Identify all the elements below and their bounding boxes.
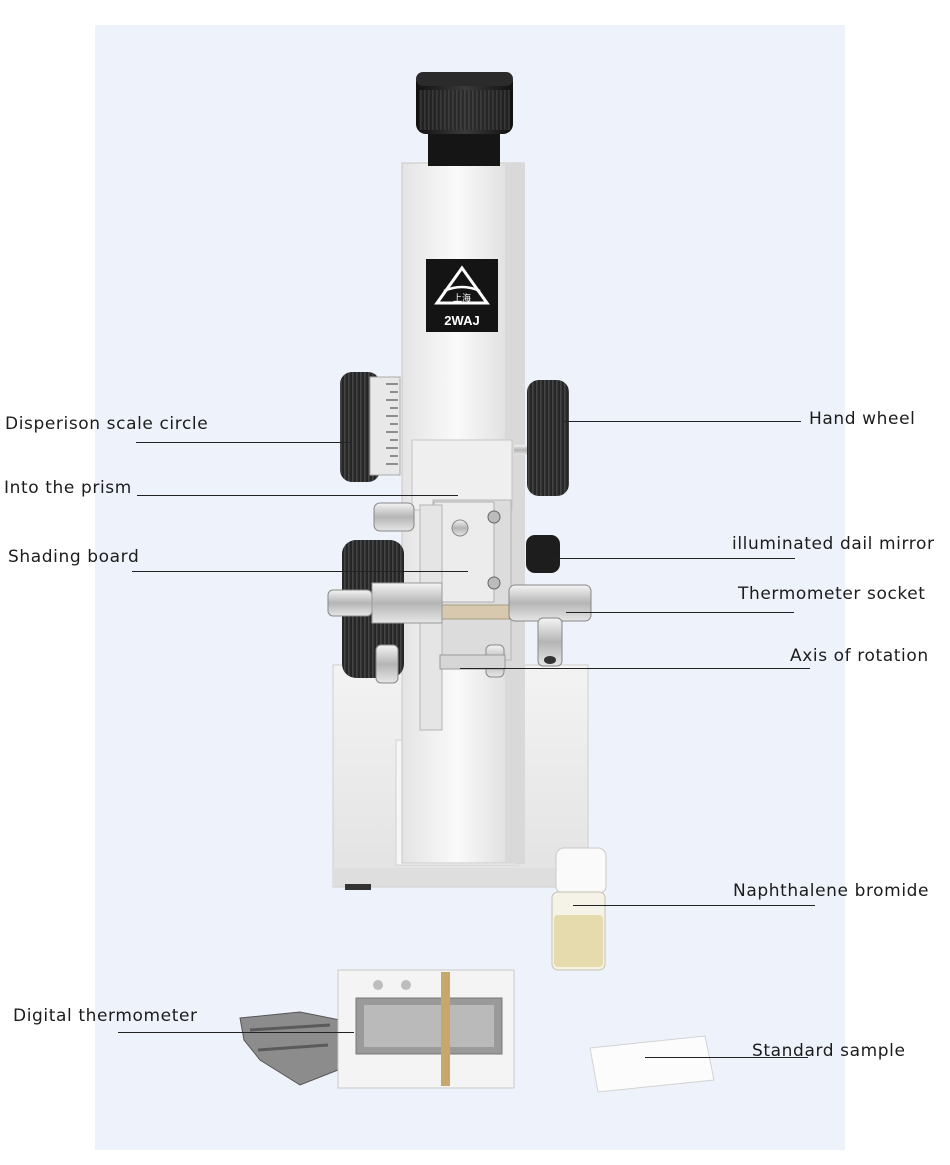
leader-naphthalene bbox=[573, 905, 815, 906]
callout-standard-sample: Standard sample bbox=[752, 1041, 906, 1061]
logo-emblem: 上海 bbox=[453, 292, 471, 304]
logo-plate: 上海 2WAJ bbox=[426, 259, 498, 332]
leader-dispersion-scale bbox=[136, 442, 350, 443]
callout-shading-board: Shading board bbox=[8, 547, 140, 567]
callout-into-the-prism: Into the prism bbox=[4, 478, 132, 498]
leader-axis-rotation bbox=[460, 668, 810, 669]
prism-housing bbox=[411, 439, 513, 731]
leader-digital-thermometer bbox=[118, 1032, 354, 1033]
hand-wheel-knob bbox=[514, 380, 569, 496]
callout-naphthalene-bromide: Naphthalene bromide bbox=[733, 881, 930, 901]
callout-illuminated-dial-mirror: illuminated dail mirror bbox=[732, 534, 935, 554]
dispersion-scale-knob bbox=[340, 372, 401, 482]
eyepiece bbox=[416, 72, 513, 166]
standard-sample-block bbox=[589, 1035, 715, 1093]
chrome-fittings bbox=[327, 502, 592, 684]
callout-axis-of-rotation: Axis of rotation bbox=[790, 646, 929, 666]
digital-thermometer bbox=[239, 969, 515, 1089]
callout-thermometer-socket: Thermometer socket bbox=[738, 584, 926, 604]
leader-into-prism bbox=[137, 495, 458, 496]
dial-mirror-knob bbox=[526, 535, 560, 573]
leader-hand-wheel bbox=[564, 421, 801, 422]
leader-standard-sample bbox=[645, 1057, 808, 1058]
callout-dispersion-scale-circle: Disperison scale circle bbox=[5, 414, 209, 434]
leader-dial-mirror bbox=[555, 558, 795, 559]
callout-digital-thermometer: Digital thermometer bbox=[13, 1006, 198, 1026]
naphthalene-bromide-vial bbox=[551, 847, 607, 971]
callout-hand-wheel: Hand wheel bbox=[809, 409, 916, 429]
logo-model-text: 2WAJ bbox=[444, 313, 479, 328]
leader-shading-board bbox=[132, 571, 468, 572]
leader-thermometer-socket bbox=[566, 612, 794, 613]
